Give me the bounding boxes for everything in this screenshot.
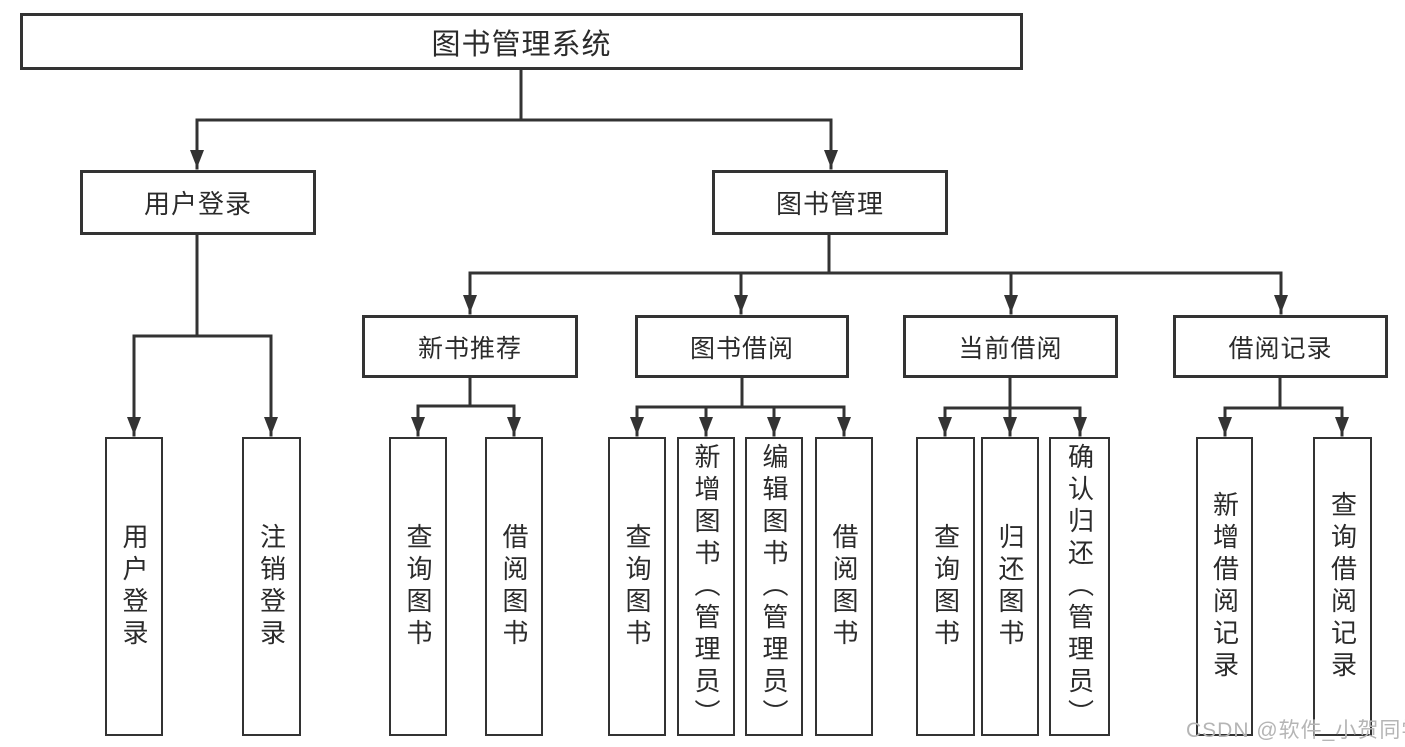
leaf-query-books-current: 查询图书 <box>916 437 975 736</box>
node-label: 查询图书 <box>930 522 961 651</box>
node-label: 借阅图书 <box>499 522 529 651</box>
leaf-borrow-books-recommend: 借阅图书 <box>485 437 543 736</box>
node-label: 查询借阅记录 <box>1327 490 1358 683</box>
leaf-user-login: 用户登录 <box>105 437 163 736</box>
node-label: 新书推荐 <box>417 334 522 363</box>
node-book-borrowing: 图书借阅 <box>635 315 849 378</box>
node-label: 图书借阅 <box>689 334 794 363</box>
node-borrowing-records: 借阅记录 <box>1173 315 1388 378</box>
node-label: 当前借阅 <box>958 334 1063 363</box>
node-label: 确认归还（管理员） <box>1064 442 1095 731</box>
node-label: 图书管理 <box>775 189 884 219</box>
node-label: 查询图书 <box>403 522 433 651</box>
node-label: 借阅图书 <box>829 522 859 651</box>
node-label: 查询图书 <box>622 522 652 651</box>
leaf-edit-book-admin: 编辑图书（管理员） <box>745 437 803 736</box>
node-current-borrowing: 当前借阅 <box>903 315 1118 378</box>
node-label: 新增借阅记录 <box>1209 490 1240 683</box>
node-label: 用户登录 <box>143 189 252 219</box>
leaf-add-book-admin: 新增图书（管理员） <box>677 437 735 736</box>
node-user-login: 用户登录 <box>80 170 316 235</box>
node-label: 编辑图书（管理员） <box>759 442 789 731</box>
leaf-add-borrow-record: 新增借阅记录 <box>1196 437 1253 736</box>
leaf-confirm-return-admin: 确认归还（管理员） <box>1049 437 1110 736</box>
leaf-query-books-borrow: 查询图书 <box>608 437 666 736</box>
node-label: 借阅记录 <box>1228 334 1333 363</box>
leaf-query-books-recommend: 查询图书 <box>389 437 447 736</box>
node-label: 新增图书（管理员） <box>691 442 721 731</box>
leaf-query-borrow-record: 查询借阅记录 <box>1313 437 1372 736</box>
leaf-return-book: 归还图书 <box>981 437 1039 736</box>
watermark: CSDN @软件_小贺同学 <box>1186 719 1405 742</box>
node-label: 用户登录 <box>119 522 149 651</box>
node-label: 归还图书 <box>995 522 1025 651</box>
leaf-logout: 注销登录 <box>242 437 301 736</box>
node-label: 图书管理系统 <box>431 28 612 61</box>
leaf-borrow-books-borrow: 借阅图书 <box>815 437 873 736</box>
node-book-management: 图书管理 <box>712 170 948 235</box>
node-label: 注销登录 <box>256 522 287 651</box>
node-library-system: 图书管理系统 <box>20 13 1023 70</box>
node-new-book-recommendation: 新书推荐 <box>362 315 578 378</box>
